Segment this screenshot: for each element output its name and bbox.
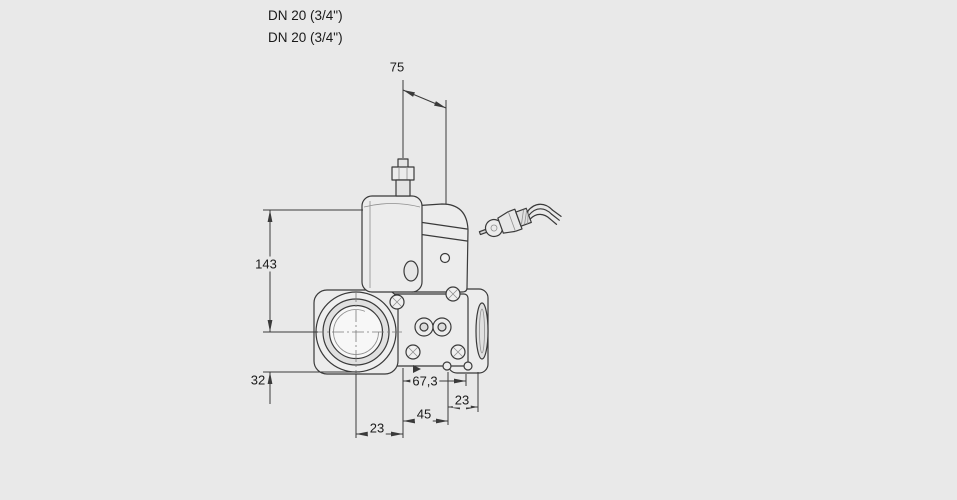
inlet-flange xyxy=(312,289,402,376)
valve-actuator xyxy=(361,195,423,293)
dn-size-label-bottom: DN 20 (3/4") xyxy=(268,30,343,45)
dimension-value-32: 32 xyxy=(248,372,268,388)
solenoid-coil xyxy=(411,203,469,293)
dimension-value-23-right: 23 xyxy=(452,392,472,408)
dim-line-75 xyxy=(402,89,447,109)
dimension-value-67-3: 67,3 xyxy=(410,373,440,389)
connector-plug-icon xyxy=(478,203,562,238)
cable-wires xyxy=(549,209,562,225)
dimension-value-75: 75 xyxy=(387,59,407,75)
dimension-value-45: 45 xyxy=(414,406,434,422)
flow-direction-arrow xyxy=(413,365,421,373)
valve-drawing xyxy=(312,158,489,376)
dimension-value-143: 143 xyxy=(253,256,279,272)
top-fitting xyxy=(391,158,415,197)
dn-size-label-top: DN 20 (3/4") xyxy=(268,8,343,23)
dimension-value-23-left: 23 xyxy=(367,420,387,436)
conduit-entry xyxy=(403,260,419,282)
bolt-screws xyxy=(389,286,473,371)
